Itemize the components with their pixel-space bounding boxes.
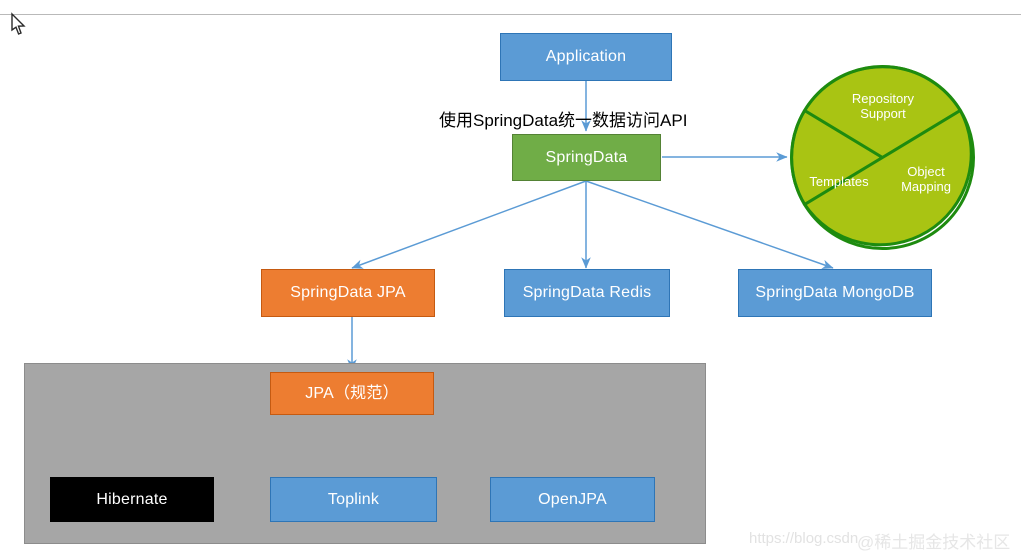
watermark-brand: @稀土掘金技术社区 xyxy=(857,533,1011,552)
node-openjpa[interactable]: OpenJPA xyxy=(490,477,655,522)
node-toplink[interactable]: Toplink xyxy=(270,477,437,522)
node-hibernate[interactable]: Hibernate xyxy=(50,477,214,522)
pie-outline xyxy=(790,65,975,250)
node-springdata[interactable]: SpringData xyxy=(512,134,661,181)
watermark-url: https://blog.csdn xyxy=(749,530,859,547)
node-springdata-redis[interactable]: SpringData Redis xyxy=(504,269,670,317)
pie-label-templates: Templates xyxy=(809,174,869,189)
node-springdata-mongodb[interactable]: SpringData MongoDB xyxy=(738,269,932,317)
node-springdata-jpa[interactable]: SpringData JPA xyxy=(261,269,435,317)
node-jpa-spec[interactable]: JPA（规范） xyxy=(270,372,434,415)
springdata-capabilities-pie: Repository Support Templates Object Mapp… xyxy=(790,65,975,250)
node-application[interactable]: Application xyxy=(500,33,672,81)
mouse-cursor-icon xyxy=(11,12,26,35)
top-divider xyxy=(0,14,1021,15)
pie-segment-object-mapping xyxy=(802,108,973,247)
pie-label-repository-support: Repository Support xyxy=(851,91,915,121)
arrow-springdata-to-jpa xyxy=(351,180,587,269)
pie-label-object-mapping: Object Mapping xyxy=(901,164,951,194)
label-unified-data-access-api: 使用SpringData统一数据访问API xyxy=(439,111,688,130)
